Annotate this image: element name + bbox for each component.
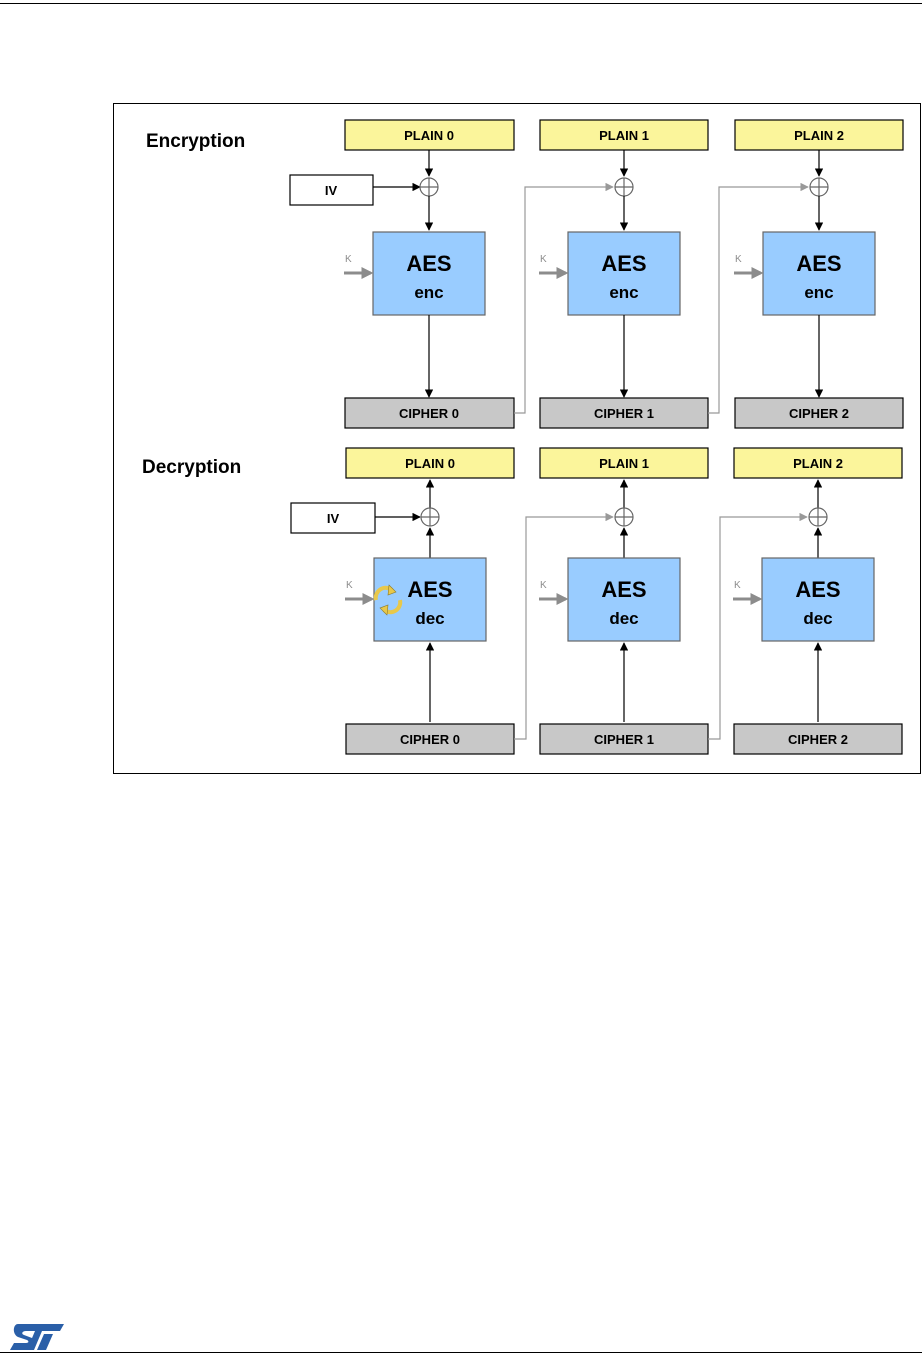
cipher-label: CIPHER 1 xyxy=(594,732,654,747)
enc-stage-0: PLAIN 0 AES enc K CIPHER 0 xyxy=(344,119,515,429)
aes-mode: dec xyxy=(803,609,832,628)
dec-stage-1: PLAIN 1 AES dec K CIPHER 1 xyxy=(539,447,709,755)
plain-label: PLAIN 0 xyxy=(405,456,455,471)
cipher-block xyxy=(344,397,515,429)
plain-label: PLAIN 1 xyxy=(599,456,649,471)
cipher-label: CIPHER 2 xyxy=(788,732,848,747)
aes-mode: enc xyxy=(609,283,638,302)
chain-line xyxy=(514,182,614,414)
plain-block xyxy=(734,119,904,151)
aes-title: AES xyxy=(407,577,452,602)
xor-icon xyxy=(419,177,439,197)
xor-icon xyxy=(809,177,829,197)
aes-block xyxy=(567,231,681,316)
decryption-title: Decryption xyxy=(142,457,241,478)
iv-box xyxy=(289,174,374,206)
plain-block xyxy=(539,447,709,479)
aes-block xyxy=(372,231,486,316)
enc-stage-1: PLAIN 1 AES enc K CIPHER 1 xyxy=(539,119,709,429)
header-rule xyxy=(0,3,922,4)
plain-block xyxy=(733,447,903,479)
plain-label: PLAIN 0 xyxy=(404,128,454,143)
dec-stage-0: PLAIN 0 AES dec K CIPHER 0 xyxy=(345,447,515,755)
cipher-label: CIPHER 2 xyxy=(789,406,849,421)
encryption-title: Encryption xyxy=(146,131,245,152)
dec-stage-2: PLAIN 2 AES dec K CIPHER 2 xyxy=(733,447,903,755)
chain-line xyxy=(708,512,808,740)
aes-block xyxy=(567,557,681,642)
aes-block xyxy=(762,231,876,316)
cipher-block xyxy=(734,397,904,429)
cipher-block xyxy=(345,723,515,755)
figure-frame xyxy=(113,103,921,774)
plain-label: PLAIN 1 xyxy=(599,128,649,143)
cipher-label: CIPHER 0 xyxy=(400,732,460,747)
plain-label: PLAIN 2 xyxy=(794,128,844,143)
cipher-label: CIPHER 1 xyxy=(594,406,654,421)
plain-label: PLAIN 2 xyxy=(793,456,843,471)
key-label: K xyxy=(540,580,547,591)
xor-icon xyxy=(420,507,440,527)
iv-box xyxy=(290,502,376,534)
cipher-block xyxy=(733,723,903,755)
footer-rule xyxy=(0,1352,922,1353)
key-schedule-swap-icon xyxy=(373,584,403,616)
aes-title: AES xyxy=(796,251,841,276)
cipher-block xyxy=(539,723,709,755)
aes-mode: dec xyxy=(415,609,444,628)
aes-title: AES xyxy=(601,577,646,602)
plain-block xyxy=(539,119,709,151)
key-label: K xyxy=(734,580,741,591)
key-label: K xyxy=(346,580,353,591)
xor-icon xyxy=(614,507,634,527)
cipher-label: CIPHER 0 xyxy=(399,406,459,421)
aes-mode: enc xyxy=(414,283,443,302)
st-logo xyxy=(10,1324,64,1350)
key-label: K xyxy=(540,254,547,265)
aes-block xyxy=(761,557,875,642)
xor-icon xyxy=(808,507,828,527)
xor-icon xyxy=(614,177,634,197)
iv-label: IV xyxy=(325,183,338,198)
aes-mode: dec xyxy=(609,609,638,628)
aes-mode: enc xyxy=(804,283,833,302)
aes-title: AES xyxy=(795,577,840,602)
chain-line xyxy=(514,512,614,740)
enc-stage-2: PLAIN 2 AES enc K CIPHER 2 xyxy=(734,119,904,429)
plain-block xyxy=(345,447,515,479)
chain-line xyxy=(708,182,809,414)
iv-label: IV xyxy=(327,511,340,526)
aes-title: AES xyxy=(601,251,646,276)
key-label: K xyxy=(345,254,352,265)
cipher-block xyxy=(539,397,709,429)
key-label: K xyxy=(735,254,742,265)
aes-title: AES xyxy=(406,251,451,276)
